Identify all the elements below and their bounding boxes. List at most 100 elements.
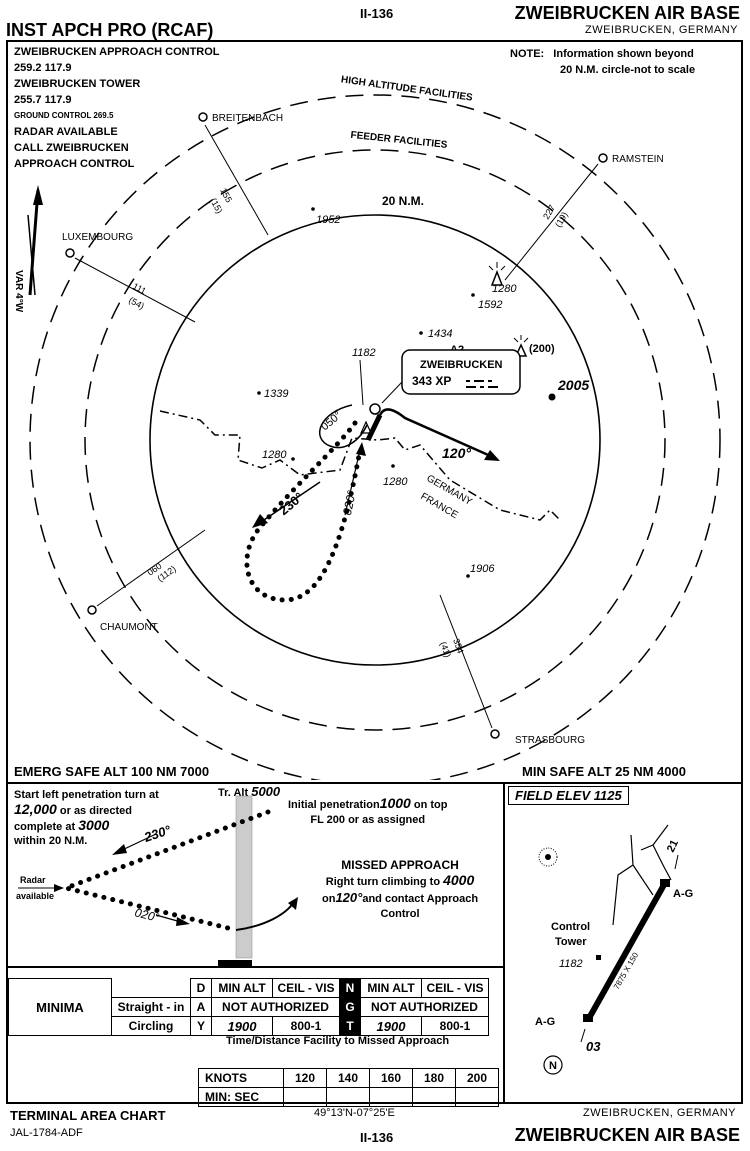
luxembourg-icon <box>65 248 75 258</box>
initial-penetration-note: Initial penetration1000 on top FL 200 or… <box>288 796 448 828</box>
note-text-2: 20 N.M. circle-not to scale <box>560 64 696 76</box>
approach-freq: 259.2 117.9 <box>14 62 72 74</box>
facility-luxembourg: LUXEMBOURG 111 (54) <box>62 232 196 323</box>
facility-breitenbach: BREITENBACH 155 (15) <box>198 112 283 236</box>
spot-elev: 1280 <box>383 476 408 488</box>
complete-alt: 3000 <box>78 817 110 833</box>
profile-out-arrow <box>112 844 127 855</box>
tower-freq: 255.7 117.9 <box>14 94 72 106</box>
spot-elev: 1952 <box>316 214 340 226</box>
spot-elev: 1280 <box>492 283 517 295</box>
minima-table: MINIMA D MIN ALT CEIL - VIS N MIN ALT CE… <box>8 978 489 1036</box>
tower-label: ZWEIBRUCKEN TOWER <box>14 78 141 90</box>
circling-day-cv: 800-1 <box>272 1016 340 1036</box>
inbound-heading: 020° <box>340 489 359 516</box>
profile-hdg-in: 020° <box>133 905 161 925</box>
profile-view: 230° 020° Radar available <box>16 795 298 966</box>
initial-alt: 1000 <box>379 795 411 811</box>
spot-elev-high: 2005 <box>557 377 589 393</box>
night-letter: G <box>339 997 361 1017</box>
knots-label: KNOTS <box>198 1068 284 1088</box>
ndb-leader <box>381 381 403 404</box>
initial-on-top: on top <box>410 799 448 811</box>
facility-chaumont: CHAUMONT 060 (112) <box>87 529 206 633</box>
ground-control: GROUND CONTROL 269.5 <box>14 111 114 120</box>
ring-high-label: HIGH ALTITUDE FACILITIES <box>340 74 473 103</box>
variation-arrow: VAR 4°W <box>13 185 43 313</box>
approach-control-label: ZWEIBRUCKEN APPROACH CONTROL <box>14 46 220 58</box>
missed-approach-track <box>378 408 496 460</box>
night-letter: N <box>339 978 361 998</box>
missed-approach-arrow <box>484 450 500 461</box>
time-cell <box>455 1087 499 1107</box>
comms-block: ZWEIBRUCKEN APPROACH CONTROL 259.2 117.9… <box>14 44 220 172</box>
row-circling: Circling <box>111 1016 191 1036</box>
circling-day-alt: 1900 <box>211 1016 273 1036</box>
emerg-safe-alt: EMERG SAFE ALT 100 NM 7000 <box>14 764 210 779</box>
ramstein-icon <box>598 153 608 163</box>
facility-strasbourg: STRASBOURG 354 (41) <box>438 594 585 746</box>
complete-label: complete at <box>14 821 79 833</box>
footer-airport: ZWEIBRUCKEN AIR BASE <box>514 1125 740 1145</box>
divider-field <box>503 782 505 1104</box>
time-distance-table: KNOTS 120 140 160 180 200 MIN: SEC <box>198 1068 499 1107</box>
circling-night-alt: 1900 <box>360 1016 422 1036</box>
time-cell <box>412 1087 456 1107</box>
runway-end-21: 21 <box>665 838 681 854</box>
row-straight-in: Straight - in <box>111 997 191 1017</box>
facility-ramstein: RAMSTEIN 227 (19) <box>504 153 664 281</box>
scale-note: NOTE: Information shown beyond 20 N.M. c… <box>510 46 695 78</box>
svg-text:CHAUMONT: CHAUMONT <box>100 622 158 633</box>
day-letter: D <box>190 978 212 998</box>
col-min-alt-day: MIN ALT <box>211 978 273 998</box>
radar-arrow <box>54 884 64 892</box>
strasbourg-icon <box>490 729 500 739</box>
svg-text:(19): (19) <box>553 210 570 229</box>
day-letter: Y <box>190 1016 212 1036</box>
tower-elevation: 1182 <box>559 958 583 970</box>
speed-cell: 200 <box>455 1068 499 1088</box>
footer-page: II-136 <box>360 1130 394 1145</box>
time-distance-title: Time/Distance Facility to Missed Approac… <box>226 1035 450 1047</box>
missed-text-1: Right turn climbing to <box>325 876 444 888</box>
within-label: within 20 N.M. <box>14 835 88 847</box>
penetration-note: Start left penetration turn at 12,000 or… <box>14 788 159 848</box>
initial-label: Initial penetration <box>288 799 380 811</box>
spot-elev: 1906 <box>470 563 495 575</box>
divider-profile <box>6 782 743 784</box>
missed-climb-arrow <box>288 897 298 910</box>
procedure-title: INST APCH PRO (RCAF) <box>6 20 214 40</box>
footer-location: ZWEIBRUCKEN, GERMANY <box>582 1107 736 1119</box>
penetration-start-alt: 12,000 <box>14 801 57 817</box>
penetration-track <box>244 420 363 603</box>
divider-minima <box>6 966 503 968</box>
chaumont-icon <box>87 605 97 615</box>
profile-hdg-out: 230° <box>141 822 173 845</box>
high-altitude-ring <box>29 94 721 780</box>
hold-leader <box>359 359 364 406</box>
radar-label-2: available <box>16 891 54 901</box>
tower-label-1: Control <box>551 921 590 933</box>
minima-label: MINIMA <box>8 978 112 1036</box>
note-text-1: Information shown beyond <box>553 48 694 60</box>
ring-feeder-label: FEEDER FACILITIES <box>350 130 448 151</box>
beacon-icon <box>538 847 558 867</box>
penetration-note-2: or as directed <box>56 805 133 817</box>
runway-plan <box>365 413 383 442</box>
ndb-ident: 343 XP <box>412 374 451 388</box>
speed-cell: 160 <box>369 1068 413 1088</box>
page-number: II-136 <box>360 6 394 21</box>
svg-text:BREITENBACH: BREITENBACH <box>212 113 283 124</box>
spot-elev: 1182 <box>352 347 376 359</box>
border-line <box>159 410 561 521</box>
hold-heading: 050° <box>319 409 344 433</box>
runway <box>585 881 668 1022</box>
ring-20nm-label: 20 N.M. <box>382 194 424 208</box>
missed-text-2: and contact Approach <box>362 893 479 905</box>
profile-in-arrow <box>176 917 190 926</box>
north-arrow-icon: N <box>543 1055 563 1075</box>
penetration-note-1: Start left penetration turn at <box>14 789 159 801</box>
svg-text:354: 354 <box>451 637 466 655</box>
ring-20nm <box>149 214 601 666</box>
note-label: NOTE: <box>510 48 545 60</box>
